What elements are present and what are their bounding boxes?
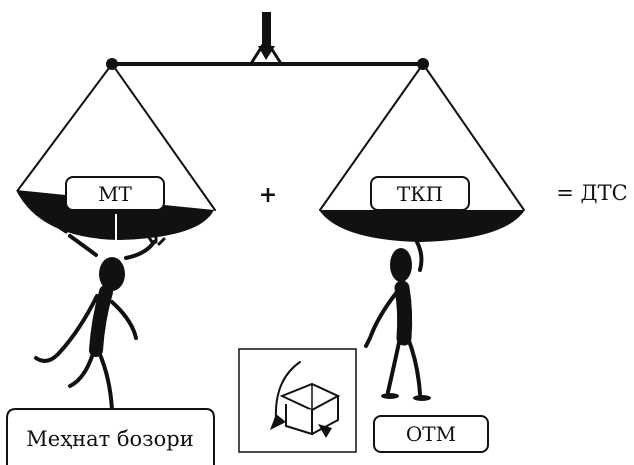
balance-scale-icon: [106, 12, 429, 70]
left-caption: Меҳнат бозори: [26, 427, 193, 451]
plus-sign: +: [259, 182, 277, 208]
right-caption: ОТМ: [406, 422, 456, 446]
left-pan-label: МТ: [98, 182, 132, 206]
right-strongman-figure: [364, 240, 431, 401]
right-pan-label: ТКП: [397, 182, 443, 206]
right-caption-box: ОТМ: [373, 415, 489, 453]
left-caption-box: Меҳнат бозори: [6, 408, 215, 465]
left-pan: [16, 63, 216, 240]
right-pan-label-box: ТКП: [370, 176, 470, 211]
book-and-quill-icon: [238, 348, 357, 453]
left-strongman-figure: [34, 222, 166, 416]
left-pan-label-box: МТ: [65, 176, 165, 211]
result-label: = ДТС: [556, 181, 627, 205]
right-pan: [319, 63, 525, 242]
